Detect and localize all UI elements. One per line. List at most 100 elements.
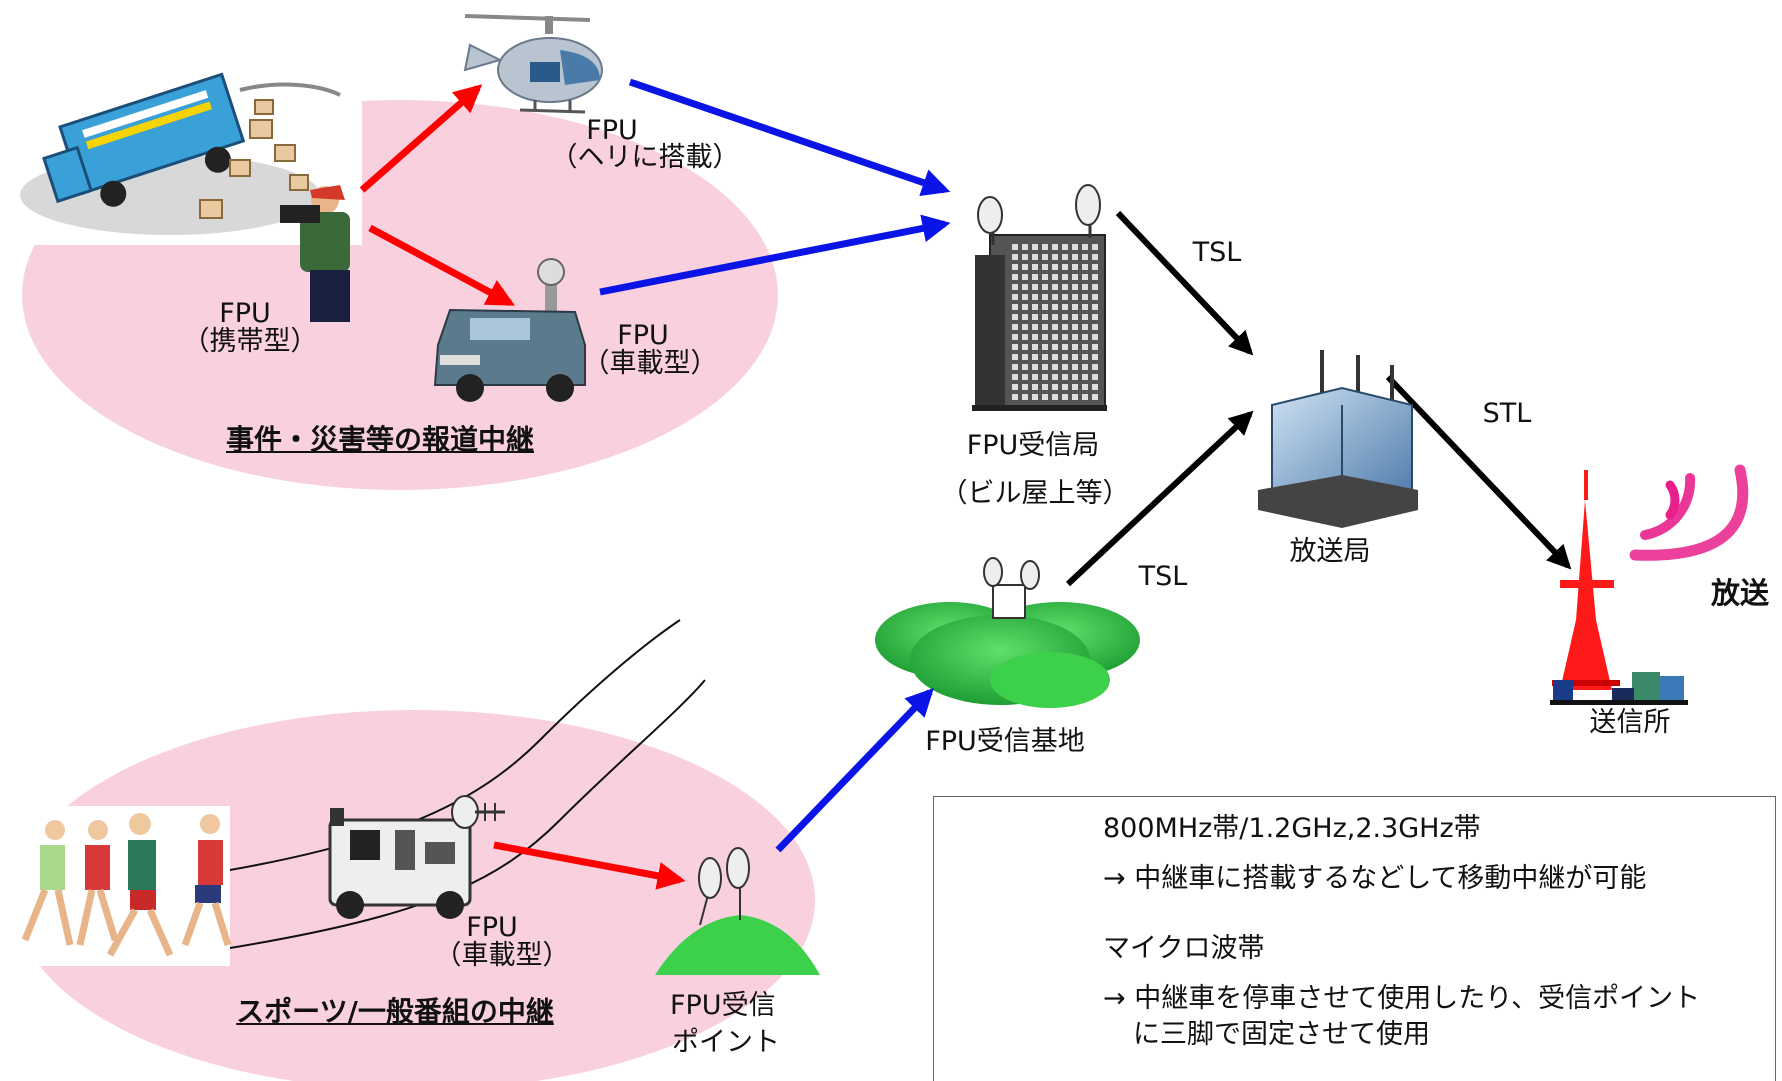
building-window — [1042, 384, 1048, 390]
building-window — [1082, 364, 1088, 370]
label-fpu-receiving-base: FPU受信基地 — [925, 726, 1085, 757]
building-window — [1072, 354, 1078, 360]
broadcast-waves-icon — [1629, 464, 1749, 561]
building-window — [1092, 304, 1098, 310]
building-window — [1062, 294, 1068, 300]
building-window — [1062, 334, 1068, 340]
microwave-arrow-van-to-receiver — [599, 214, 951, 296]
building-window — [1062, 314, 1068, 320]
label-broadcast: 放送 — [1710, 576, 1769, 610]
label-fpu-vehicle-top-line1: FPU — [617, 320, 669, 351]
building-window — [1022, 374, 1028, 380]
building-window — [1012, 354, 1018, 360]
building-window — [1012, 324, 1018, 330]
fpu-van-top-image — [433, 258, 586, 402]
building-window — [1092, 374, 1098, 380]
building-window — [1062, 394, 1068, 400]
building-window — [1052, 264, 1058, 270]
label-fpu-portable-line1: FPU — [219, 298, 271, 329]
building-window — [1052, 254, 1058, 260]
building-window — [1082, 334, 1088, 340]
stl-arrow-station-to-transmitter — [1385, 374, 1572, 570]
label-fpu-heli-line2: （ヘリに搭載） — [550, 142, 740, 173]
label-broadcast-station: 放送局 — [1289, 536, 1371, 567]
building-window — [1042, 354, 1048, 360]
building-window — [1082, 354, 1088, 360]
building-window — [1032, 394, 1038, 400]
building-window — [1082, 374, 1088, 380]
label-fpu-receiving-station-line1: FPU受信局 — [966, 430, 1100, 461]
building-window — [1022, 394, 1028, 400]
building-window — [1042, 314, 1048, 320]
building-window — [1052, 244, 1058, 250]
building-window — [1032, 324, 1038, 330]
building-window — [1022, 264, 1028, 270]
building-window — [1062, 354, 1068, 360]
label-fpu-vehicle-bottom-line2: （車載型） — [434, 940, 570, 971]
microwave-arrow-point-to-base — [775, 687, 934, 853]
building-window — [1032, 334, 1038, 340]
label-fpu-portable-line2: （携帯型） — [182, 326, 318, 357]
building-window — [1092, 334, 1098, 340]
label-fpu-receiving-station-line2: （ビル屋上等） — [940, 478, 1130, 509]
helicopter-image — [463, 14, 603, 114]
building-window — [1022, 344, 1028, 350]
building-window — [1072, 304, 1078, 310]
building-window — [1082, 274, 1088, 280]
building-window — [1022, 294, 1028, 300]
building-window — [1072, 364, 1078, 370]
building-window — [1082, 304, 1088, 310]
label-sports-relay: スポーツ/一般番組の中継 — [236, 995, 554, 1028]
building-window — [1072, 324, 1078, 330]
building-window — [1092, 274, 1098, 280]
building-window — [1092, 394, 1098, 400]
building-window — [1012, 394, 1018, 400]
building-window — [1032, 294, 1038, 300]
building-window — [1072, 334, 1078, 340]
building-window — [1012, 274, 1018, 280]
building-window — [1042, 374, 1048, 380]
building-window — [1072, 314, 1078, 320]
broadcast-station-image — [1258, 350, 1418, 528]
building-window — [1062, 254, 1068, 260]
building-window — [1092, 324, 1098, 330]
building-window — [1052, 304, 1058, 310]
building-window — [1032, 344, 1038, 350]
uhf-arrow-van-to-point — [493, 841, 686, 890]
building-window — [1032, 244, 1038, 250]
label-incident-relay: 事件・災害等の報道中継 — [225, 423, 534, 456]
building-window — [1092, 264, 1098, 270]
building-window — [1032, 314, 1038, 320]
building-window — [1062, 364, 1068, 370]
building-window — [1072, 284, 1078, 290]
building-window — [1052, 284, 1058, 290]
building-window — [1062, 244, 1068, 250]
building-window — [1052, 374, 1058, 380]
building-window — [1052, 314, 1058, 320]
building-window — [1012, 384, 1018, 390]
building-window — [1082, 254, 1088, 260]
building-window — [1052, 354, 1058, 360]
building-window — [1022, 314, 1028, 320]
building-window — [1012, 344, 1018, 350]
building-window — [1072, 344, 1078, 350]
building-window — [1052, 294, 1058, 300]
building-window — [1032, 304, 1038, 310]
legend-box — [933, 796, 1776, 1081]
building-window — [1022, 274, 1028, 280]
legend-blue-desc-line2: に三脚で固定させて使用 — [1133, 1019, 1430, 1050]
building-window — [1072, 264, 1078, 270]
building-window — [1062, 304, 1068, 310]
building-window — [1012, 374, 1018, 380]
building-window — [1022, 244, 1028, 250]
accident-scene-image — [20, 72, 362, 322]
microwave-arrow-heli-to-receiver — [628, 78, 951, 196]
building-window — [1022, 324, 1028, 330]
building-window — [1032, 284, 1038, 290]
building-window — [1062, 374, 1068, 380]
label-stl: STL — [1482, 398, 1532, 429]
building-window — [1032, 264, 1038, 270]
building-window — [1082, 394, 1088, 400]
building-window — [1052, 324, 1058, 330]
